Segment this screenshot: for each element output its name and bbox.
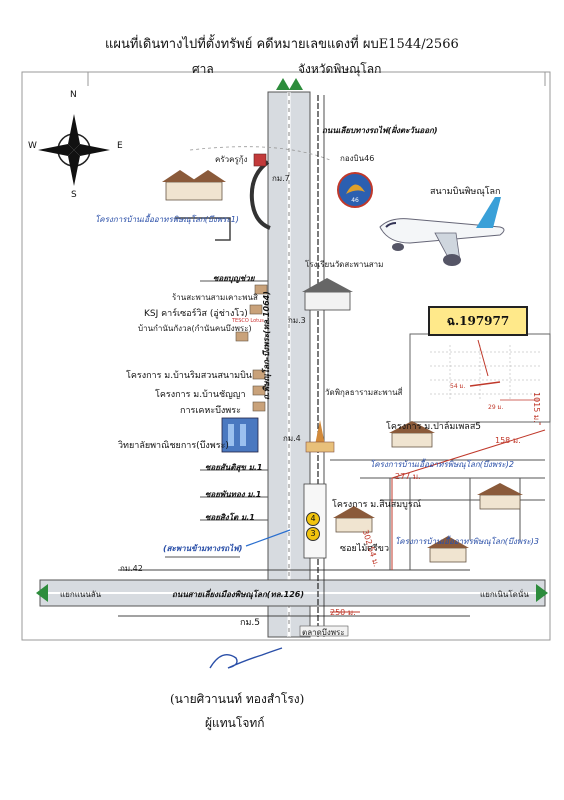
label-proj-riverside: โครงการ ม.บ้านริมสวนสนามบิน: [126, 371, 252, 381]
dist-158: 158 ม.: [495, 436, 521, 445]
small-houses-west: [235, 153, 268, 412]
temple-icon: [305, 420, 335, 453]
college-building: [221, 417, 259, 453]
signature-name: (นายศิวานนท์ ทองสำโรง): [170, 692, 305, 706]
label-shop2: ร้านสะพานสามเคาะพนสิ: [172, 293, 258, 302]
label-tesco: TESCO Lotus: [232, 318, 264, 324]
marker-4: 4: [306, 512, 320, 526]
marker-3: 3: [306, 527, 320, 541]
signature-scribble: [209, 647, 283, 669]
label-left-end: แยกแนนลัน: [60, 590, 102, 599]
header-province: จังหวัดพิษณุโลก: [298, 62, 382, 76]
house-school: [302, 278, 353, 311]
east-roads: [330, 459, 545, 570]
west-sois: [165, 280, 268, 558]
house-parkville: [389, 421, 435, 448]
label-soi-1: ซอยสันติสุข ม.1: [205, 463, 263, 472]
label-km42: กม.42: [120, 564, 143, 573]
label-soi-mai: ซอยไม้ศรีขว: [340, 544, 389, 554]
inset-plot: [409, 333, 551, 423]
signature-role: ผู้แทนโจทก์: [205, 716, 265, 730]
dist-250: 250 ม.: [330, 608, 356, 617]
label-project3: โครงการบ้านเอื้ออาทรพิษณุโลก(บึงพระ)3: [395, 537, 539, 546]
dist-277: 277 ม.: [395, 472, 421, 481]
dist-54: 54 ม.: [450, 383, 466, 390]
label-proj-parkville: โครงการ ม.ปาล์มเพลส5: [386, 422, 482, 432]
compass-rose: [38, 114, 110, 186]
label-ksj: KSJ คาร์เซอร์วิส (อู่ช่างโว): [144, 309, 248, 319]
arrow-north-right: [289, 78, 303, 90]
label-km4: กม.4: [283, 434, 301, 443]
dashed-ring: [189, 146, 331, 161]
house-sin: [333, 506, 375, 533]
bridge-arrow: [245, 529, 291, 547]
label-km3: กม.3: [288, 316, 306, 325]
label-school: โรงเรียนวัดสะพานสาม: [305, 260, 384, 269]
deed-number-box: ฉ.197977: [428, 306, 528, 336]
wing46-emblem: 46: [337, 172, 373, 208]
bypass-road-126: [36, 569, 548, 617]
arrow-west: [36, 584, 48, 602]
label-rail-bridge: (สะพานข้ามทางรถไฟ): [163, 544, 243, 553]
label-airport: สนามบินพิษณุโลก: [430, 187, 501, 197]
house-east-cluster: [477, 483, 523, 510]
dist-1015: 1015 ม.: [532, 392, 541, 423]
label-flyover: ถนนเลียบทางรถไฟ(ฝั่งตะวันออก): [322, 126, 438, 135]
curve-road-north: [249, 160, 271, 230]
arrow-east: [536, 584, 548, 602]
compass-e: E: [117, 141, 123, 151]
arrow-north-left: [276, 78, 290, 90]
label-proj-chanya: โครงการ ม.บ้านชัญญา: [155, 390, 246, 400]
label-shop1: ครัวครูกุ้ง: [215, 155, 248, 164]
label-college: วิทยาลัยพาณิชยการ(บึงพระ): [118, 441, 229, 451]
label-wat: วัดพิกุลธารามสะพานสี่: [325, 388, 403, 397]
label-soi-2: ซอยพันทอง ม.1: [205, 490, 262, 499]
market-box: [299, 625, 349, 637]
house-project1: [162, 170, 226, 201]
map-title: แผนที่เดินทางไปที่ตั้งทรัพย์ คดีหมายเลขแ…: [105, 37, 459, 52]
label-proj-sin: โครงการ ม.สินสมบูรณ์: [332, 500, 422, 510]
label-km7: กม.7: [272, 174, 290, 183]
compass-s: S: [71, 190, 77, 200]
header-court: ศาล: [192, 62, 214, 76]
compass-w: W: [28, 141, 37, 151]
highway-1064: [267, 78, 311, 638]
compass-n: N: [70, 90, 77, 100]
label-main-road: ถนนสายเลี่ยงเมืองพิษณุโลก(ทล.126): [172, 590, 305, 599]
project1-road: [175, 217, 231, 241]
label-soi-3: ซอยสิงโต ม.1: [205, 513, 255, 522]
label-wing46: กองบิน46: [340, 154, 375, 163]
label-kheha: การเคหะบึงพระ: [180, 406, 241, 416]
airplane-icon: [379, 197, 505, 266]
label-project1: โครงการบ้านเอื้ออาทรพิษณุโลก(บึงพระ1): [95, 215, 239, 224]
dist-29: 29 ม.: [488, 404, 504, 411]
label-soi-boon: ซอยบุญช่วย: [213, 274, 255, 283]
label-market: ตลาดบึงพระ: [302, 628, 345, 637]
house-project3: [427, 536, 469, 563]
svg-text:46: 46: [351, 197, 359, 204]
label-right-end: แยกเนินโดนั่น: [480, 590, 529, 599]
label-project2: โครงการบ้านเอื้ออาทรพิษณุโลก(บึงพระ)2: [370, 460, 514, 469]
label-km5: กม.5: [240, 618, 260, 628]
label-highway-1064: ถ.พิษณุโลก-บึงพระ(ทล.1064): [262, 291, 271, 400]
label-shop3: บ้านกำนันกังวล(กำนันคนบึงพระ): [138, 324, 252, 333]
